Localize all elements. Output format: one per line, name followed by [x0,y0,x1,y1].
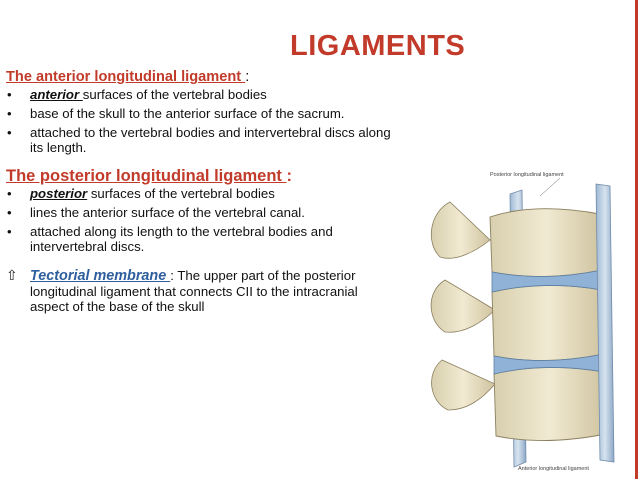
keyword-anterior: anterior [30,87,83,102]
anterior-ligament-label: Anterior longitudinal ligament [518,466,589,472]
list-item: • posterior surfaces of the vertebral bod… [6,186,391,201]
bullet-mark: • [7,186,12,201]
list-item: • base of the skull to the anterior surfa… [6,106,391,121]
anterior-heading: The anterior longitudinal ligament : [6,70,391,85]
bullet-text: attached along its length to the vertebr… [30,224,333,254]
list-item: • attached to the vertebral bodies and in… [6,125,391,155]
label-leader-line [539,177,561,197]
text-content: The anterior longitudinal ligament : • an… [6,70,391,315]
bullet-text: attached to the vertebral bodies and int… [30,125,391,155]
posterior-ligament-label: Posterior longitudinal ligament [490,172,564,178]
vertebral-body [493,367,607,441]
posterior-bullet-list: • posterior surfaces of the vertebral bod… [6,186,391,254]
anterior-section: The anterior longitudinal ligament : • an… [6,70,391,156]
anterior-heading-text: The anterior longitudinal ligament [6,69,246,85]
posterior-section: The posterior longitudinal ligament : • p… [6,167,391,254]
slide-title: LIGAMENTS [290,30,466,62]
posterior-heading-text: The posterior longitudinal ligament [6,167,287,185]
bullet-mark: • [7,106,12,121]
tectorial-term: Tectorial membrane [30,268,171,284]
spinous-process [431,359,496,411]
keyword-posterior: posterior [30,186,88,201]
bullet-mark: • [7,205,12,220]
bullet-mark: • [7,87,12,102]
anterior-heading-colon: : [245,69,250,85]
vertebrae-drawing: Posterior longitudinal ligament Anterior… [420,162,630,474]
edge-accent-bar [635,0,638,479]
spinous-process [430,279,496,333]
anterior-bullet-list: • anterior surfaces of the vertebral bodi… [6,87,391,155]
vertebral-body [489,208,603,277]
arrow-up-outline-icon: ⇧ [6,267,18,283]
bullet-text: surfaces of the vertebral bodies [87,186,275,201]
bullet-text: base of the skull to the anterior surfac… [30,106,345,121]
tectorial-section: ⇧ Tectorial membrane : The upper part of… [6,267,391,315]
spine-illustration: Posterior longitudinal ligament Anterior… [420,162,630,474]
posterior-heading: The posterior longitudinal ligament : [6,167,391,185]
bullet-text: lines the anterior surface of the verteb… [30,205,305,220]
posterior-heading-colon: : [286,167,293,185]
list-item: • anterior surfaces of the vertebral bodi… [6,87,391,102]
bullet-text: surfaces of the vertebral bodies [82,87,267,102]
bullet-mark: • [7,125,12,140]
list-item: • attached along its length to the verteb… [6,224,391,254]
anterior-ligament-band [595,183,615,463]
spinous-process [431,201,491,259]
vertebral-body [491,285,605,361]
bullet-mark: • [7,224,12,239]
tectorial-text: : The upper part of the posterior longit… [30,268,358,314]
list-item: • lines the anterior surface of the vert… [6,205,391,220]
